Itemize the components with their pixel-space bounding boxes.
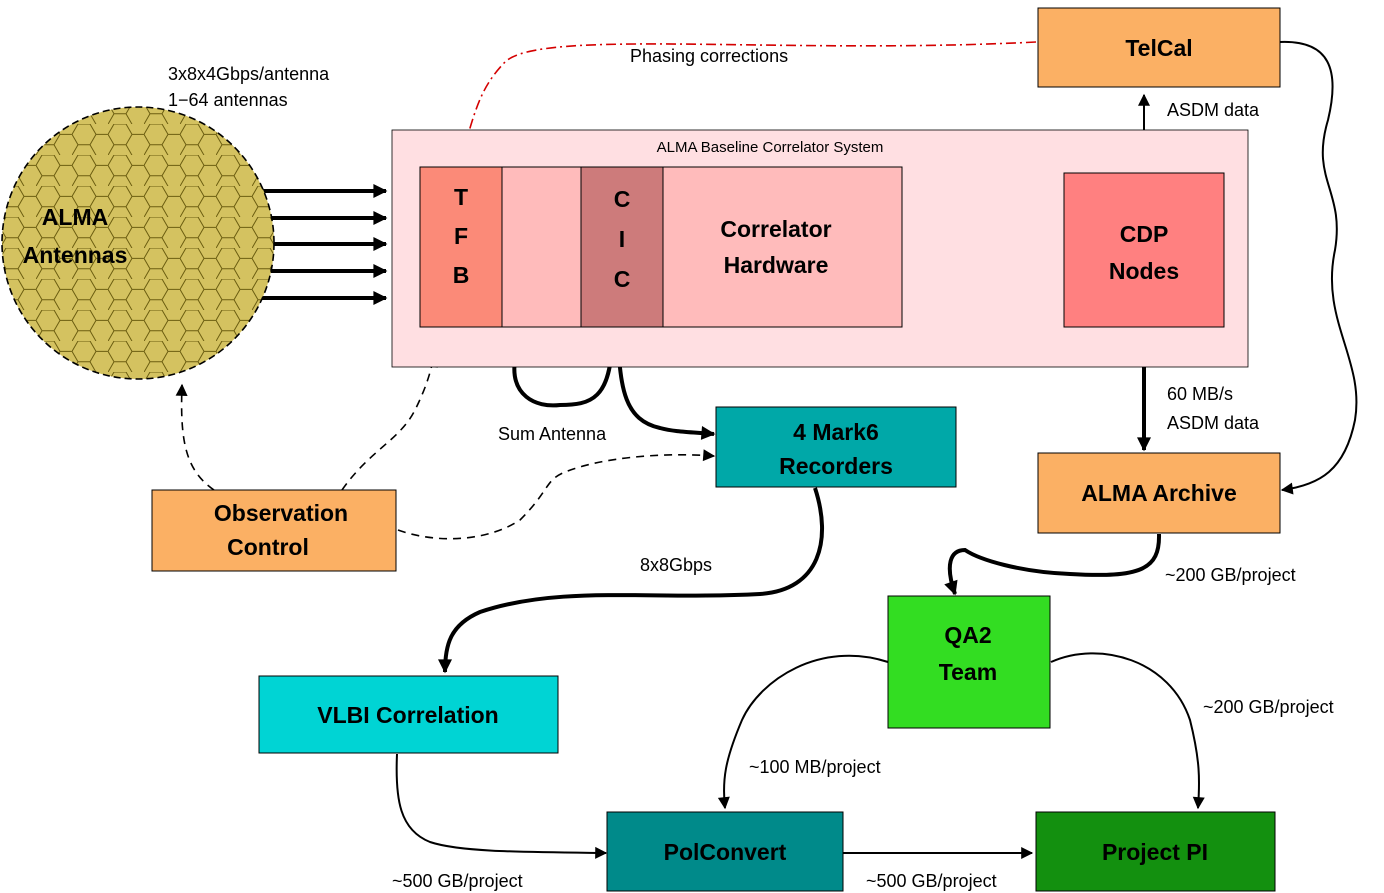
archive-to-qa2-arrow bbox=[944, 533, 1162, 596]
antennas-label-line2: Antennas bbox=[23, 242, 128, 268]
recorders-label-line2: Recorders bbox=[779, 453, 893, 479]
qa2-to-polconvert-arrow bbox=[717, 654, 889, 810]
archive-label: ALMA Archive bbox=[1081, 480, 1237, 506]
hardware-label-line2: Hardware bbox=[724, 252, 829, 278]
project-pi-node: Project PI bbox=[1035, 811, 1276, 892]
recorders-to-vlbi-arrow bbox=[438, 487, 824, 674]
observation-control-node: Observation Control bbox=[151, 489, 397, 572]
correlator-hardware-box bbox=[499, 166, 903, 328]
qa2-label-line1: QA2 bbox=[944, 622, 991, 648]
hardware-label-line1: Correlator bbox=[720, 216, 831, 242]
qa2-label-line2: Team bbox=[939, 659, 997, 685]
polconvert-node: PolConvert bbox=[606, 811, 844, 892]
tfb-label-t: T bbox=[454, 184, 468, 210]
gbps-label: 8x8Gbps bbox=[640, 555, 712, 575]
qa2-pi-label: ~200 GB/project bbox=[1203, 697, 1334, 717]
obs-to-recorders-arrow bbox=[397, 449, 716, 540]
vlbi-polconvert-label: ~500 GB/project bbox=[392, 871, 523, 891]
qa2-team-node: QA2 Team bbox=[887, 595, 1051, 729]
alma-antennas-node: ALMA Antennas bbox=[1, 106, 275, 380]
phasing-corrections-arrow bbox=[457, 41, 1037, 165]
vlbi-correlation-node: VLBI Correlation bbox=[258, 675, 559, 754]
obs-label-line2: Control bbox=[227, 534, 309, 560]
cic-label-i: I bbox=[619, 226, 625, 252]
cic-label-c1: C bbox=[614, 186, 631, 212]
polconvert-pi-label: ~500 GB/project bbox=[866, 871, 997, 891]
antennas-label-line1: ALMA bbox=[42, 204, 108, 230]
tfb-label-b: B bbox=[453, 262, 470, 288]
vlbi-label: VLBI Correlation bbox=[317, 702, 498, 728]
obs-label-line1: Observation bbox=[214, 500, 348, 526]
polconvert-label: PolConvert bbox=[664, 839, 787, 865]
telcal-node: TelCal bbox=[1037, 7, 1281, 88]
recorders-label-line1: 4 Mark6 bbox=[793, 419, 879, 445]
cdp-nodes-node: CDP Nodes bbox=[1063, 172, 1225, 328]
alma-archive-node: ALMA Archive bbox=[1037, 452, 1281, 534]
mark6-recorders-node: 4 Mark6 Recorders bbox=[715, 406, 957, 488]
project-pi-label: Project PI bbox=[1102, 839, 1208, 865]
qa2-polconvert-label: ~100 MB/project bbox=[749, 757, 881, 777]
cdp-label-line1: CDP bbox=[1120, 221, 1169, 247]
cic-to-recorders-arrow bbox=[616, 335, 716, 440]
qa2-to-pi-arrow bbox=[1050, 652, 1205, 810]
tfb-label-f: F bbox=[454, 223, 468, 249]
antenna-count-label: 1−64 antennas bbox=[168, 90, 288, 110]
sum-antenna-label: Sum Antenna bbox=[498, 424, 607, 444]
archive-qa2-label: ~200 GB/project bbox=[1165, 565, 1296, 585]
asdm-mid-label: ASDM data bbox=[1167, 413, 1260, 433]
telcal-to-archive-arrow bbox=[1279, 40, 1358, 495]
cdp-label-line2: Nodes bbox=[1109, 258, 1179, 284]
cic-node: C I C bbox=[580, 166, 664, 328]
obs-to-correlator-arrow bbox=[341, 354, 438, 491]
correlator-system-label: ALMA Baseline Correlator System bbox=[657, 139, 884, 156]
tfb-node: T F B bbox=[419, 166, 503, 328]
rate-60-label: 60 MB/s bbox=[1167, 384, 1233, 404]
phasing-corrections-label: Phasing corrections bbox=[630, 46, 788, 66]
asdm-top-label: ASDM data bbox=[1167, 100, 1260, 120]
cic-label-c2: C bbox=[614, 266, 631, 292]
obs-to-antennas-arrow bbox=[175, 383, 215, 491]
antenna-rate-label: 3x8x4Gbps/antenna bbox=[168, 64, 330, 84]
telcal-label: TelCal bbox=[1125, 35, 1192, 61]
vlbi-to-polconvert-arrow bbox=[395, 753, 608, 859]
